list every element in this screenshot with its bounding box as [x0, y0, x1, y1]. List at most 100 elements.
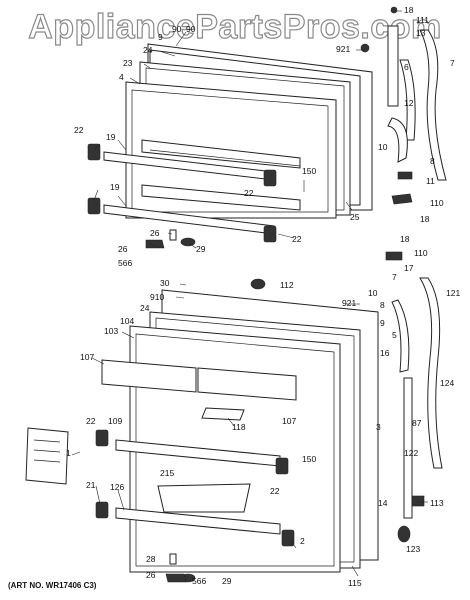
fresh-food-top-hinge: [385, 251, 403, 261]
label-122: 122: [404, 448, 418, 458]
label-30: 30: [160, 278, 170, 288]
freezer-shelf-lower: [141, 184, 301, 211]
label-1: 1: [66, 448, 71, 458]
label-28: 28: [146, 554, 156, 564]
label-29-b: 29: [222, 576, 232, 586]
label-110-a: 110: [430, 198, 444, 208]
label-7-b: 7: [392, 272, 397, 282]
label-910: 910: [150, 292, 164, 302]
label-2: 2: [300, 536, 305, 546]
label-25: 25: [350, 212, 360, 222]
freezer-liner-inner: [131, 89, 329, 213]
freezer-hinge-shim: [397, 171, 413, 180]
freezer-door-stop: [169, 229, 177, 241]
label-121: 121: [446, 288, 460, 298]
label-14: 14: [378, 498, 388, 508]
manual-line-1: [33, 439, 61, 443]
label-18-top: 18: [404, 5, 414, 15]
fresh-food-door-stop: [169, 553, 177, 565]
label-115: 115: [348, 578, 362, 588]
label-4: 4: [119, 72, 124, 82]
label-566-b: 566: [192, 576, 206, 586]
fresh-food-hinge-pin-bracket: [165, 573, 187, 583]
label-921-b: 921: [342, 298, 356, 308]
egg-tray: [201, 407, 245, 421]
label-107-b: 107: [282, 416, 296, 426]
label-126: 126: [110, 482, 124, 492]
label-104: 104: [120, 316, 134, 326]
watermark-logo: AppliancePartsPros.com: [28, 7, 442, 46]
freezer-shelf-support-right-2: [263, 225, 277, 243]
label-112: 112: [280, 280, 294, 290]
freezer-shelf-support-right-1: [263, 169, 277, 187]
label-3: 3: [376, 422, 381, 432]
fresh-food-shelf-support-left-2: [95, 501, 109, 519]
label-23: 23: [123, 58, 133, 68]
label-26-b: 26: [118, 244, 128, 254]
leader-lines: [71, 10, 428, 577]
label-110-b: 110: [414, 248, 428, 258]
label-5: 5: [392, 330, 397, 340]
fresh-food-plug-button: [250, 278, 266, 290]
label-12: 12: [404, 98, 414, 108]
fresh-food-handle-trim: [391, 299, 410, 373]
label-22-c: 22: [292, 234, 302, 244]
label-113: 113: [430, 498, 444, 508]
door-bin: [157, 483, 251, 513]
label-124: 124: [440, 378, 454, 388]
label-566-a: 566: [118, 258, 132, 268]
label-9-b: 9: [380, 318, 385, 328]
handle-end-cap: [411, 495, 425, 507]
butter-compartment-door-right: [197, 367, 297, 401]
fresh-food-liner-inner: [135, 333, 335, 567]
fresh-food-shelf-support-left-1: [95, 429, 109, 447]
freezer-handle: [419, 29, 447, 181]
label-109: 109: [108, 416, 122, 426]
freezer-door-assembly: [87, 6, 447, 249]
label-123: 123: [406, 544, 420, 554]
label-7-a: 7: [450, 58, 455, 68]
label-215: 215: [160, 468, 174, 478]
label-103: 103: [104, 326, 118, 336]
label-19-b: 19: [110, 182, 120, 192]
label-8-b: 8: [380, 300, 385, 310]
owners-manual: [25, 427, 69, 485]
freezer-screw-top: [390, 6, 398, 14]
label-13: 13: [416, 28, 426, 38]
fresh-food-door-assembly: [25, 251, 443, 583]
label-150-b: 150: [302, 454, 316, 464]
freezer-bottom-hinge: [391, 193, 413, 205]
freezer-plug-button: [360, 43, 370, 53]
fresh-food-shelf-bar-2: [115, 507, 281, 535]
label-16: 16: [380, 348, 390, 358]
fresh-food-handle: [419, 277, 443, 469]
label-22-e: 22: [270, 486, 280, 496]
fresh-food-shelf-support-right-1: [275, 457, 289, 475]
label-18-b: 18: [420, 214, 430, 224]
label-6: 6: [404, 62, 409, 72]
label-118: 118: [232, 422, 246, 432]
freezer-handle-mount: [387, 25, 399, 107]
label-90-a: 90: [172, 24, 182, 34]
label-21: 21: [86, 480, 96, 490]
label-9-a: 9: [158, 32, 163, 42]
label-26-c: 26: [146, 570, 156, 580]
label-10-b: 10: [368, 288, 378, 298]
label-19-a: 19: [106, 132, 116, 142]
label-17: 17: [404, 263, 414, 273]
label-10-a: 10: [378, 142, 388, 152]
label-24-b: 24: [140, 303, 150, 313]
label-18-c: 18: [400, 234, 410, 244]
butter-compartment-door-left: [101, 359, 197, 393]
label-111: 111: [416, 15, 429, 25]
freezer-nut: [180, 237, 196, 247]
label-921-a: 921: [336, 44, 350, 54]
label-11: 11: [426, 176, 435, 186]
label-26-a: 26: [150, 228, 160, 238]
freezer-shelf-line: [149, 149, 301, 167]
freezer-hinge-pin-bracket: [145, 239, 165, 249]
freezer-shelf-upper: [141, 139, 301, 169]
freezer-hinge-bracket: [387, 117, 408, 163]
label-90-b: 90: [186, 24, 196, 34]
